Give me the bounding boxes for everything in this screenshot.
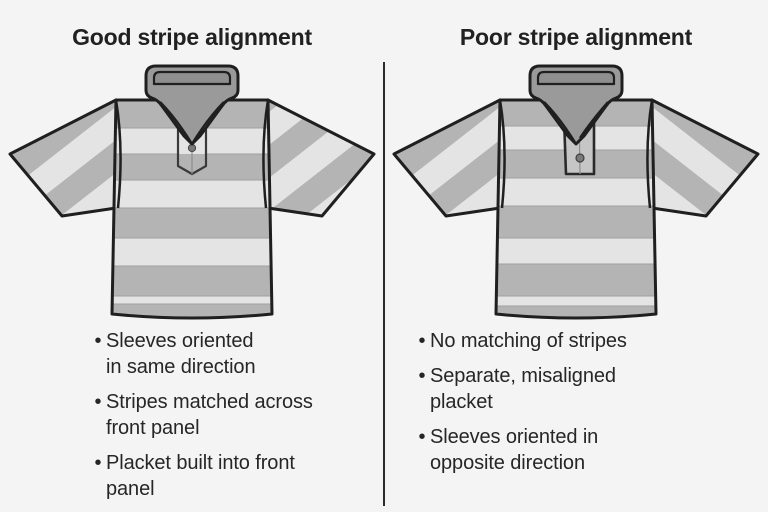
bullet-dot-icon: •	[94, 452, 102, 474]
list-item: • Stripes matched across front panel	[90, 389, 370, 441]
bullet-dot-icon: •	[418, 330, 426, 352]
bullet-dot-icon: •	[418, 426, 426, 448]
list-item: • Sleeves oriented in same direction	[90, 328, 370, 380]
polo-shirt-good-illustration	[0, 58, 384, 326]
panel-poor-alignment: Poor stripe alignment	[384, 0, 768, 512]
list-item: • Sleeves oriented in opposite direction	[414, 424, 754, 476]
bullet-dot-icon: •	[94, 391, 102, 413]
collar-good	[144, 64, 240, 146]
panel-good-alignment: Good stripe alignment	[0, 24, 384, 511]
panel-title-poor: Poor stripe alignment	[459, 24, 693, 50]
list-item: • No matching of stripes	[414, 328, 754, 354]
panel-title-good: Good stripe alignment	[72, 24, 312, 50]
bullet-text: No matching of stripes	[430, 330, 627, 352]
bullet-dot-icon: •	[94, 330, 102, 352]
bullet-list-good: • Sleeves oriented in same direction • S…	[0, 328, 384, 511]
collar-poor	[528, 64, 624, 146]
bullet-text: Sleeves oriented in opposite direction	[430, 426, 599, 474]
bullet-text: Separate, misaligned placket	[430, 365, 616, 413]
bullet-text: Sleeves oriented in same direction	[106, 330, 256, 378]
button-icon	[575, 153, 585, 163]
bullet-text: Stripes matched across front panel	[106, 391, 313, 439]
vertical-divider	[383, 62, 385, 506]
polo-shirt-poor-illustration	[384, 58, 768, 326]
bullet-text: Placket built into front panel	[106, 452, 295, 500]
bullet-list-poor: • No matching of stripes • Separate, mis…	[384, 328, 768, 485]
bullet-dot-icon: •	[418, 365, 426, 387]
list-item: • Separate, misaligned placket	[414, 363, 754, 415]
list-item: • Placket built into front panel	[90, 450, 370, 502]
